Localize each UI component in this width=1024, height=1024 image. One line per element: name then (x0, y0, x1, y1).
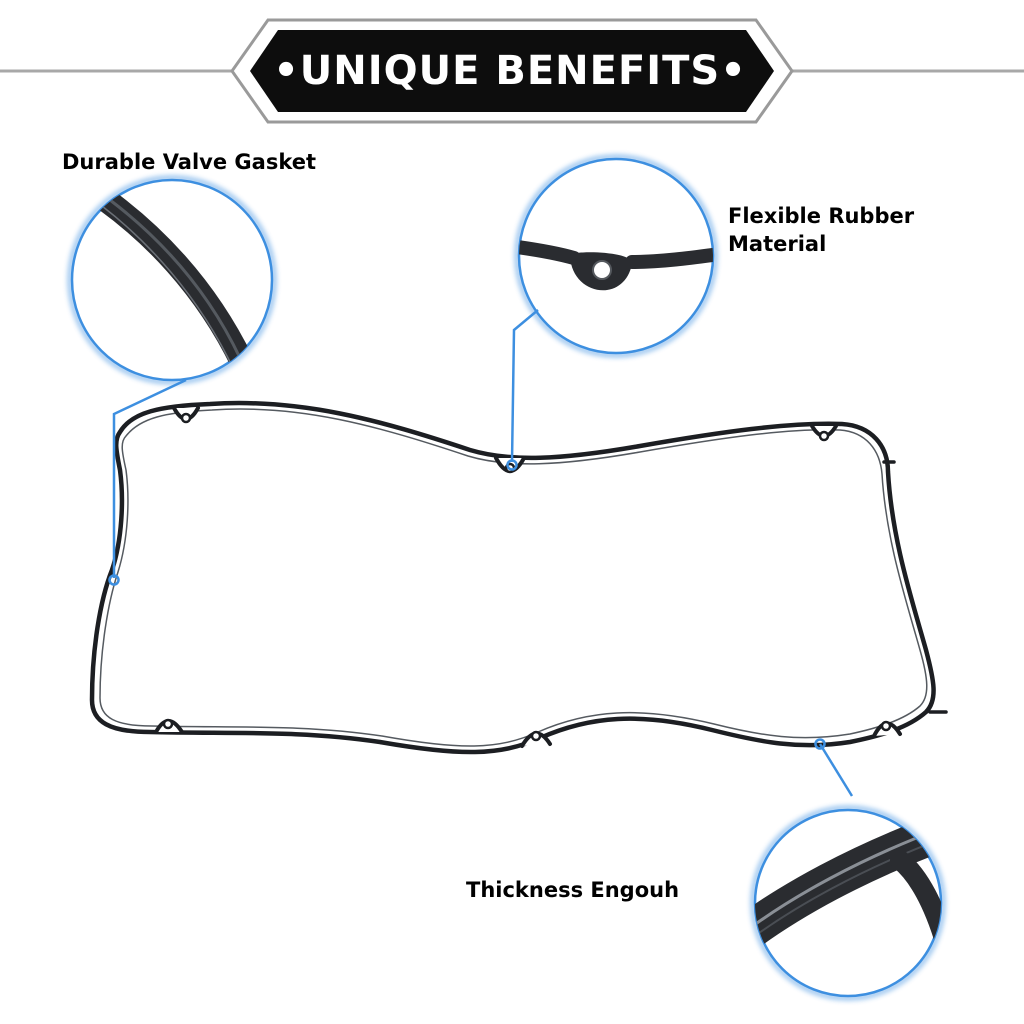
zoom-gasket-arc (94, 188, 254, 374)
bolt-hole-bottom-left (154, 718, 184, 734)
callout-flexible-zoom (506, 154, 718, 471)
callout-label-line: Thickness Engouh (466, 878, 680, 902)
callout-label-durable: Durable Valve Gasket (62, 148, 316, 176)
callout-durable-anchor (108, 574, 120, 586)
banner-title: •UNIQUE BENEFITS• (273, 48, 747, 94)
callout-label-line: Flexible Rubber (728, 204, 915, 228)
callout-flexible-leader (510, 309, 539, 463)
valve-gasket (89, 400, 948, 755)
callout-label-line: Material (728, 232, 827, 256)
bolt-hole-bottom-right (872, 720, 902, 738)
callout-thickness-anchor (814, 738, 826, 750)
callout-label-line: Durable Valve Gasket (62, 150, 316, 174)
bolt-hole-bottom-middle (520, 730, 552, 748)
bolt-hole-top-left (172, 406, 200, 424)
callout-flexible-anchor (506, 459, 518, 471)
zoom-gasket-profile (755, 813, 941, 970)
zoom-gasket-eyelet (519, 239, 713, 291)
callout-thickness-zoom (750, 738, 946, 1001)
callout-durable-leader (112, 378, 187, 578)
gasket-outline (89, 400, 936, 755)
callout-durable-zoom (67, 175, 277, 586)
callout-thickness-leader (818, 743, 854, 797)
callout-label-thickness: Thickness Engouh (466, 876, 679, 904)
banner-fill (250, 30, 774, 112)
header-banner (0, 18, 1024, 124)
bolt-hole-top-right (810, 424, 838, 442)
callout-label-flexible: Flexible Rubber Material (728, 202, 914, 258)
